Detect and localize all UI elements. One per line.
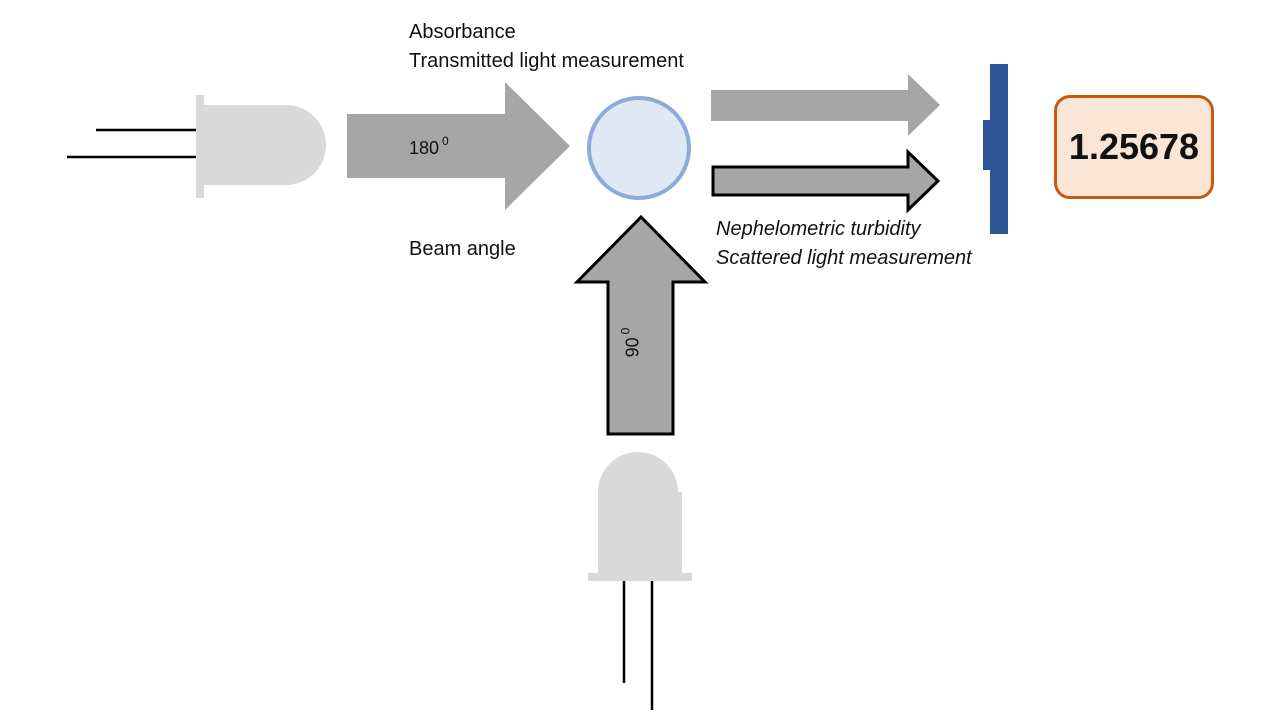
angle-90-label: 900 xyxy=(618,328,643,358)
detector-plate xyxy=(990,64,1008,234)
sample-cuvette xyxy=(587,96,691,200)
led-dome xyxy=(202,105,326,185)
absorbance-label: Absorbance xyxy=(409,21,516,43)
angle-180-value: 180 xyxy=(409,138,440,158)
readout-value: 1.25678 xyxy=(1068,126,1200,167)
detector-window xyxy=(983,120,992,170)
led-source-horizontal xyxy=(67,95,326,198)
angle-90-value: 90 xyxy=(622,337,643,358)
readout-display: 1.25678 xyxy=(1054,95,1214,199)
beam-angle-label: Beam angle xyxy=(409,238,516,260)
nephelometric-label: Nephelometric turbidity xyxy=(716,218,921,240)
scattered-light-arrow xyxy=(711,148,941,214)
led-flange xyxy=(196,95,204,198)
scatter-beam-arrow xyxy=(573,214,709,436)
transmitted-light-arrow xyxy=(711,74,940,136)
led-source-vertical xyxy=(588,452,692,710)
incident-beam-arrow xyxy=(347,82,570,210)
led-dome-vertical xyxy=(598,452,682,575)
angle-180-degree: 0 xyxy=(442,134,449,148)
led-flange-vertical xyxy=(588,573,692,581)
transmitted-label: Transmitted light measurement xyxy=(409,50,684,72)
scattered-label: Scattered light measurement xyxy=(716,247,972,269)
detector xyxy=(983,64,1008,234)
angle-90-degree: 0 xyxy=(618,327,633,335)
